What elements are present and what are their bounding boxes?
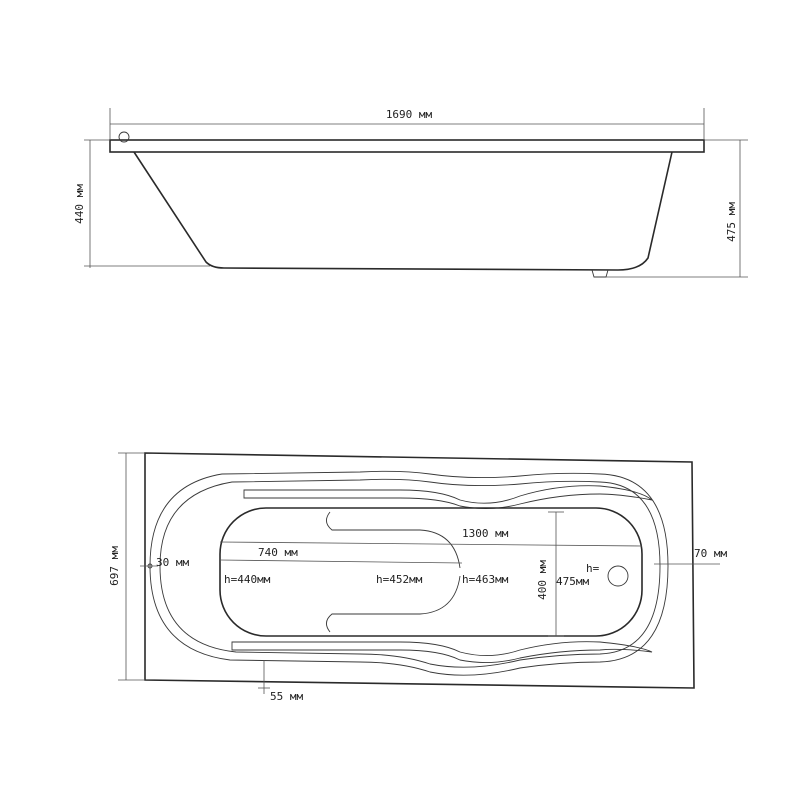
top-rim-left-label: 30 мм bbox=[156, 556, 189, 569]
top-bowl-second-contour bbox=[159, 478, 661, 668]
side-height-right-label: 475 мм bbox=[725, 202, 738, 242]
top-half-length-label: 740 мм bbox=[258, 546, 298, 559]
side-view: 1690 мм 440 мм 475 мм bbox=[73, 108, 748, 278]
side-rim bbox=[109, 139, 705, 153]
side-overflow-knob bbox=[118, 131, 130, 143]
top-inner-bowl bbox=[219, 507, 643, 637]
top-half-length-dim-line bbox=[219, 559, 463, 564]
top-depth-label-4-bottom: 475мм bbox=[556, 575, 589, 588]
top-ledge-upper bbox=[243, 485, 654, 509]
top-seat-upper bbox=[326, 511, 461, 569]
top-depth-label-2: h=452мм bbox=[376, 573, 423, 586]
top-rim-right-label: 70 мм bbox=[694, 547, 727, 560]
top-depth-label-3: h=463мм bbox=[462, 573, 509, 586]
top-depth-label-1: h=440мм bbox=[224, 573, 271, 586]
top-drain-hole bbox=[607, 565, 629, 587]
side-height-left-label: 440 мм bbox=[73, 184, 86, 224]
top-inner-length-dim-line bbox=[219, 541, 643, 547]
side-drain-foot bbox=[591, 269, 609, 278]
top-view: 697 мм 30 мм 70 мм 55 мм 1300 мм 740 мм … bbox=[108, 452, 727, 703]
side-length-label: 1690 мм bbox=[386, 108, 433, 121]
top-ledge-lower bbox=[231, 641, 653, 663]
top-outer-rim bbox=[144, 452, 695, 689]
top-inner-width-label: 400 мм bbox=[536, 560, 549, 600]
top-rim-bottom-label: 55 мм bbox=[270, 690, 303, 703]
top-inner-length-label: 1300 мм bbox=[462, 527, 509, 540]
top-bowl-outer-contour bbox=[149, 470, 669, 676]
side-tub-body bbox=[133, 151, 673, 271]
top-seat-lower bbox=[326, 575, 461, 633]
top-width-label: 697 мм bbox=[108, 546, 121, 586]
top-depth-label-4-top: h= bbox=[586, 562, 600, 575]
